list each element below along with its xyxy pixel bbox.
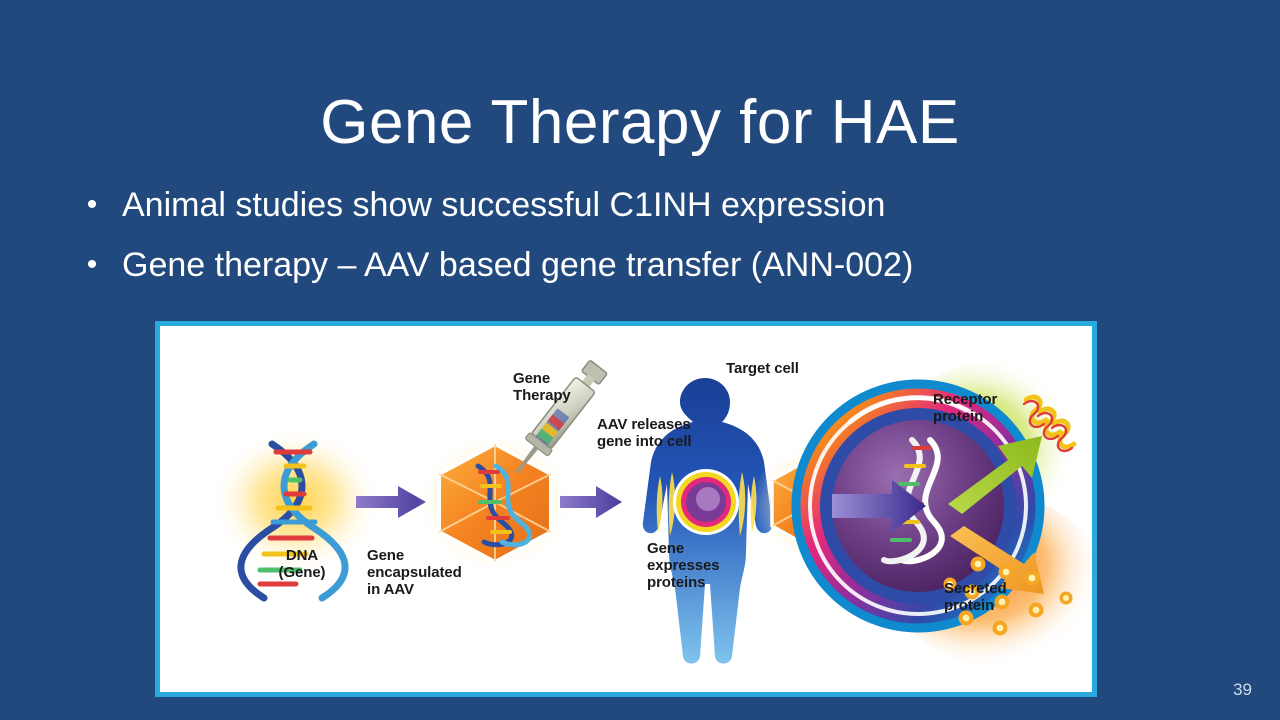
arrow-dna-to-capsid (356, 486, 426, 518)
label-receptor-protein: Receptor protein (933, 391, 998, 425)
label-dna-gene: DNA (Gene) (278, 547, 326, 581)
arrow-to-receptor (948, 436, 1042, 514)
secreted-protein-icon (943, 556, 1073, 636)
aav-capsid-illustration (417, 432, 573, 572)
page-title: Gene Therapy for HAE (320, 87, 960, 157)
list-item: • Gene therapy – AAV based gene transfer… (62, 242, 1162, 288)
bullet-marker-icon: • (86, 188, 98, 221)
abdomen-target-cell (673, 469, 739, 535)
arrow-capsid-to-body (560, 486, 622, 518)
dna-helix-illustration (210, 427, 382, 602)
label-secreted-protein: Secreted protein (944, 580, 1007, 614)
bullet-marker-icon: • (86, 248, 98, 281)
human-body-illustration (642, 378, 773, 664)
figure-frame: DNA (Gene) Gene encapsulated in AAV Gene… (155, 321, 1097, 697)
gene-therapy-diagram-image (160, 326, 1092, 692)
bullet-text: Gene therapy – AAV based gene transfer (… (122, 246, 914, 284)
arrow-to-secretion (950, 526, 1044, 594)
target-cell-illustration (791, 362, 1092, 668)
label-gene-encapsulated: Gene encapsulated in AAV (367, 547, 462, 598)
label-target-cell: Target cell (726, 360, 799, 377)
page-number: 39 (1233, 680, 1252, 699)
label-gene-therapy: Gene Therapy (513, 370, 571, 404)
list-item: • Animal studies show successful C1INH e… (62, 182, 1162, 228)
arrow-into-nucleus (832, 480, 926, 532)
bullet-text: Animal studies show successful C1INH exp… (122, 186, 886, 224)
syringe-icon (515, 360, 608, 474)
bullet-list: • Animal studies show successful C1INH e… (62, 182, 1162, 302)
label-gene-expresses: Gene expresses proteins (647, 540, 720, 591)
label-aav-releases: AAV releases gene into cell (597, 416, 692, 450)
receptor-protein-icon (1022, 394, 1077, 453)
